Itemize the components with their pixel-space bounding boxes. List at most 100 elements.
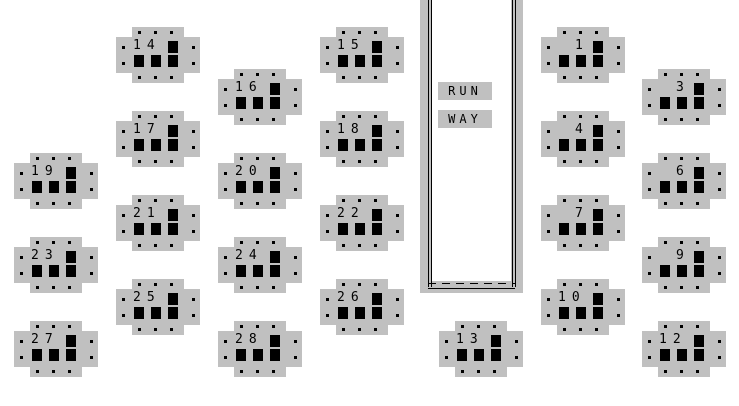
table-17[interactable]: 17: [116, 111, 200, 167]
seat-dot: [617, 214, 620, 217]
seat-dot: [272, 241, 275, 244]
seat-dot: [374, 328, 377, 331]
table-20[interactable]: 20: [218, 153, 302, 209]
chair-block: [457, 349, 467, 361]
table-top-edge: [132, 111, 184, 121]
seat-dot: [396, 62, 399, 65]
seat-dot: [326, 130, 329, 133]
seat-dot: [154, 31, 157, 34]
seat-dot: [256, 241, 259, 244]
table-bottom-edge: [234, 115, 286, 125]
chair-block: [338, 55, 348, 67]
seat-dot: [224, 256, 227, 259]
table-bottom-edge: [132, 325, 184, 335]
seat-dot: [122, 230, 125, 233]
table-27[interactable]: 27: [14, 321, 98, 377]
table-25[interactable]: 25: [116, 279, 200, 335]
seat-dot: [358, 328, 361, 331]
seat-dot: [192, 298, 195, 301]
seat-dot: [192, 214, 195, 217]
chair-block: [372, 223, 382, 235]
runway-rail-dash: [436, 283, 442, 287]
seat-dot: [358, 199, 361, 202]
seat-dot: [680, 325, 683, 328]
seat-dot: [342, 328, 345, 331]
table-19[interactable]: 19: [14, 153, 98, 209]
seat-dot: [192, 46, 195, 49]
table-13[interactable]: 13: [439, 321, 523, 377]
seat-dot: [515, 340, 518, 343]
runway-left-rail: [428, 0, 432, 287]
chair-block: [593, 55, 603, 67]
table-7[interactable]: 7: [541, 195, 625, 251]
table-3[interactable]: 3: [642, 69, 726, 125]
table-9[interactable]: 9: [642, 237, 726, 293]
chair-block: [677, 349, 687, 361]
seat-dot: [192, 62, 195, 65]
chair-block: [168, 209, 178, 221]
seat-dot: [396, 146, 399, 149]
seat-dot: [664, 286, 667, 289]
table-14[interactable]: 14: [116, 27, 200, 83]
chair-block: [372, 41, 382, 53]
chair-block: [593, 139, 603, 151]
chair-block: [593, 41, 603, 53]
seat-dot: [68, 370, 71, 373]
chair-block: [134, 223, 144, 235]
chair-block: [168, 293, 178, 305]
seat-dot: [170, 160, 173, 163]
seat-dot: [664, 73, 667, 76]
seat-dot: [122, 298, 125, 301]
seat-dot: [563, 115, 566, 118]
seat-dot: [617, 130, 620, 133]
seat-dot: [617, 230, 620, 233]
seat-dot: [396, 298, 399, 301]
seat-dot: [224, 88, 227, 91]
chair-block: [134, 307, 144, 319]
table-18[interactable]: 18: [320, 111, 404, 167]
seat-dot: [326, 46, 329, 49]
table-16[interactable]: 16: [218, 69, 302, 125]
table-24[interactable]: 24: [218, 237, 302, 293]
table-1[interactable]: 1: [541, 27, 625, 83]
table-6[interactable]: 6: [642, 153, 726, 209]
chair-block: [694, 167, 704, 179]
seat-dot: [68, 325, 71, 328]
table-28[interactable]: 28: [218, 321, 302, 377]
seat-dot: [595, 76, 598, 79]
chair-block: [559, 223, 569, 235]
chair-block: [576, 307, 586, 319]
seat-dot: [122, 62, 125, 65]
seat-dot: [648, 340, 651, 343]
chair-block: [694, 251, 704, 263]
seat-dot: [579, 283, 582, 286]
seat-dot: [20, 340, 23, 343]
seat-dot: [154, 199, 157, 202]
chair-block: [134, 55, 144, 67]
seat-dot: [256, 202, 259, 205]
table-26[interactable]: 26: [320, 279, 404, 335]
seat-dot: [170, 115, 173, 118]
seat-dot: [36, 370, 39, 373]
seat-dot: [515, 356, 518, 359]
chair-block: [491, 349, 501, 361]
seat-dot: [272, 157, 275, 160]
chair-block: [270, 181, 280, 193]
chair-block: [270, 265, 280, 277]
table-23[interactable]: 23: [14, 237, 98, 293]
seat-dot: [240, 202, 243, 205]
seat-dot: [240, 241, 243, 244]
seat-dot: [170, 283, 173, 286]
table-15[interactable]: 15: [320, 27, 404, 83]
table-21[interactable]: 21: [116, 195, 200, 251]
runway: RUN WAY: [420, 0, 523, 293]
seat-dot: [138, 199, 141, 202]
table-4[interactable]: 4: [541, 111, 625, 167]
seat-dot: [192, 130, 195, 133]
table-22[interactable]: 22: [320, 195, 404, 251]
table-12[interactable]: 12: [642, 321, 726, 377]
seat-dot: [617, 46, 620, 49]
table-10[interactable]: 10: [541, 279, 625, 335]
table-top-edge: [30, 153, 82, 163]
seat-dot: [20, 188, 23, 191]
